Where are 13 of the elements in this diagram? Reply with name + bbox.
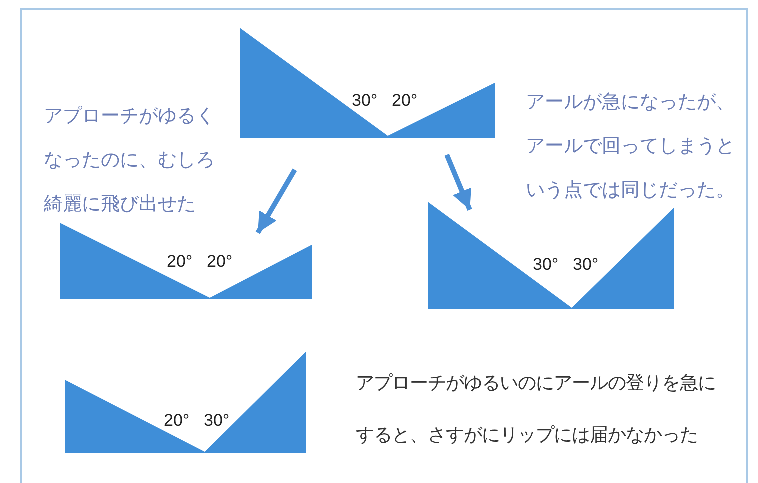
angle-label: 30° <box>204 412 230 430</box>
angle-label: 20° <box>392 92 418 110</box>
angle-label: 30° <box>352 92 378 110</box>
angle-label: 20° <box>164 412 190 430</box>
arrow <box>444 154 472 211</box>
angle-label: 30° <box>573 256 599 274</box>
note-text: アプローチがゆるいのにアールの登りを急にすると、さすがにリップには届かなかった <box>356 372 717 448</box>
note-text: アプローチがゆるくなったのに、むしろ綺麗に飛び出せた <box>44 104 216 217</box>
angle-label: 30° <box>533 256 559 274</box>
note-text: アールが急になったが、アールで回ってしまうという点では同じだった。 <box>526 90 736 203</box>
angle-label: 20° <box>207 253 233 271</box>
arrow <box>256 168 298 234</box>
angle-label: 20° <box>167 253 193 271</box>
